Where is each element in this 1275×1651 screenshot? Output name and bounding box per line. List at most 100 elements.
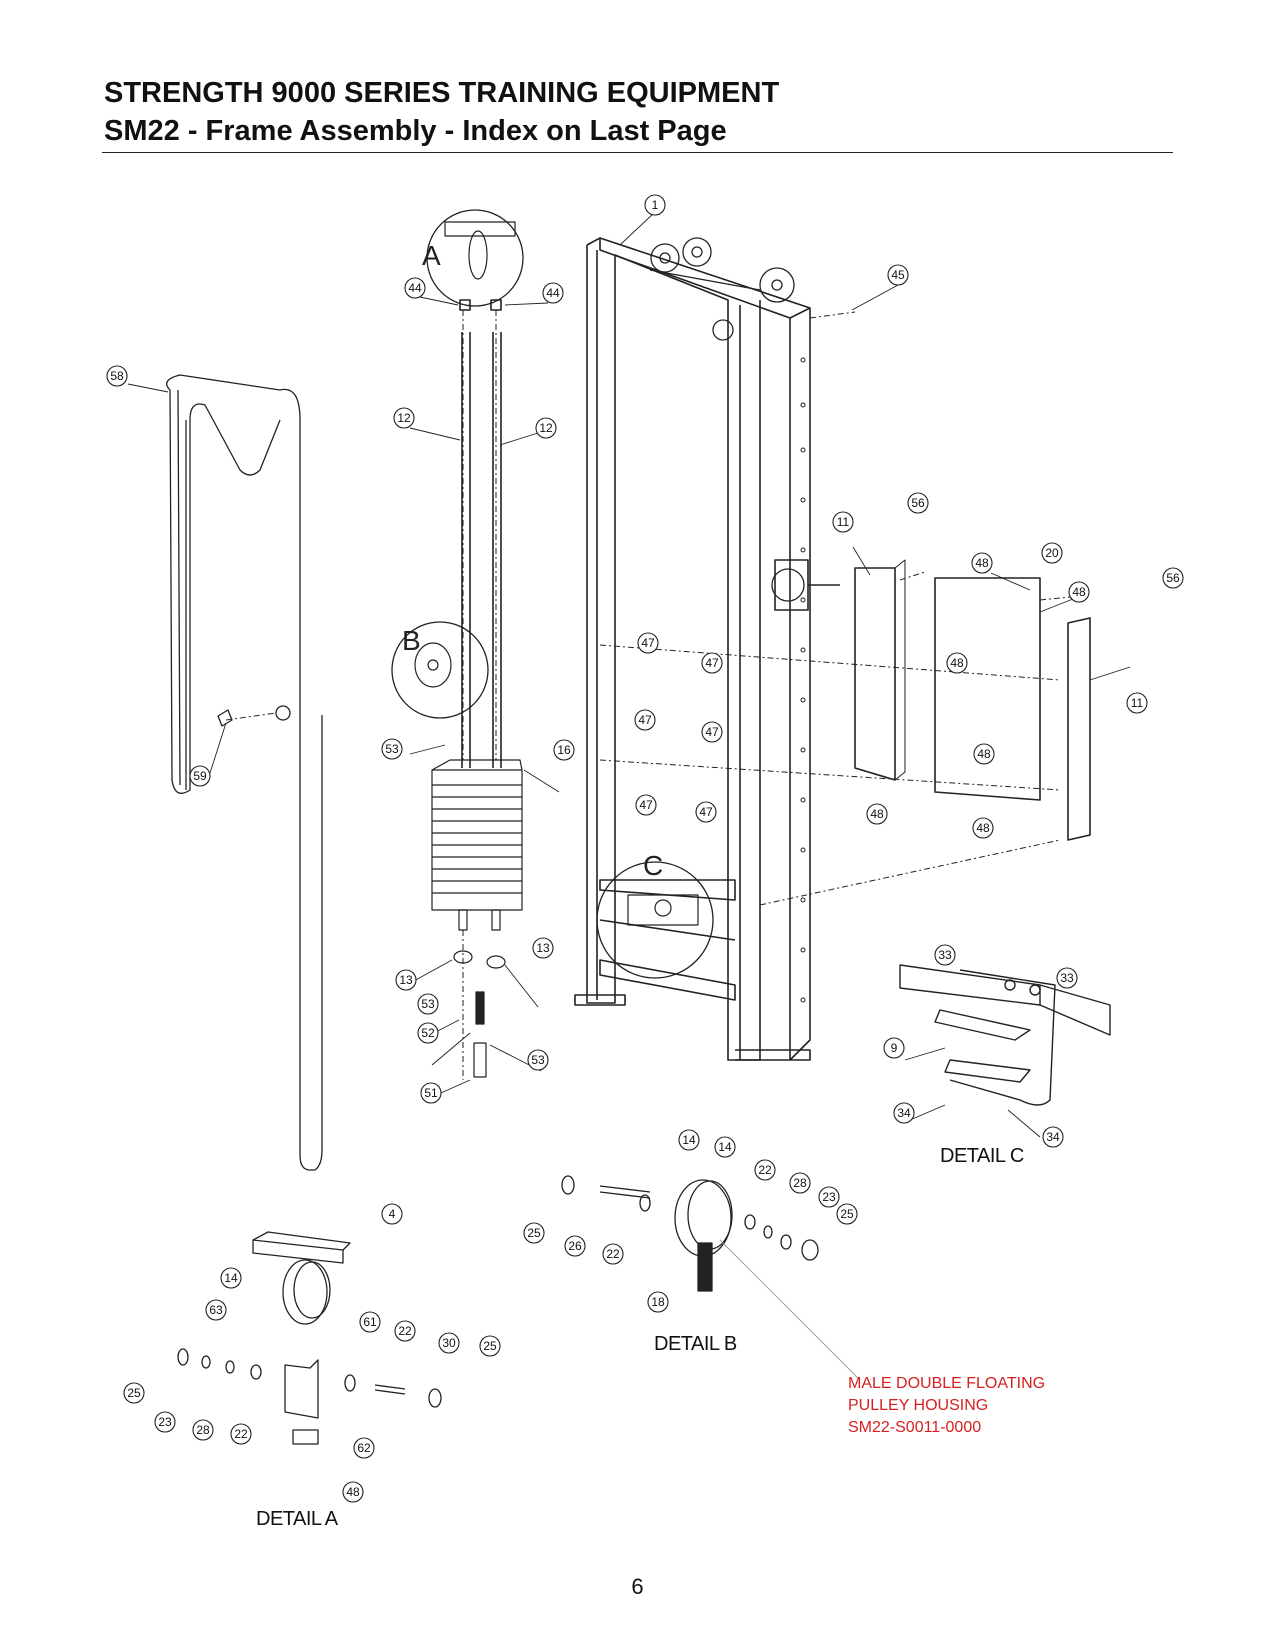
detail-a-label: DETAIL A bbox=[256, 1508, 339, 1530]
page-title: STRENGTH 9000 SERIES TRAINING EQUIPMENT bbox=[104, 77, 780, 109]
cable-loop bbox=[166, 374, 323, 1171]
callout-number: 30 bbox=[442, 1336, 456, 1350]
callout-balloon bbox=[647, 1291, 669, 1313]
callout-number: 47 bbox=[638, 713, 652, 727]
detail-b-assembly bbox=[561, 1175, 861, 1381]
callout-balloon bbox=[818, 1186, 840, 1208]
callout-number: 14 bbox=[718, 1140, 732, 1154]
callout-number: 53 bbox=[385, 742, 399, 756]
callout-balloon bbox=[946, 652, 968, 674]
callout-number: 1 bbox=[652, 198, 659, 212]
callout-balloon bbox=[220, 1267, 242, 1289]
callout-number: 13 bbox=[399, 973, 413, 987]
callout-balloon bbox=[907, 492, 929, 514]
callout-balloon bbox=[395, 969, 417, 991]
callout-balloon bbox=[106, 365, 128, 387]
callout-balloon bbox=[417, 1022, 439, 1044]
callout-number: 56 bbox=[911, 496, 925, 510]
callout-balloon bbox=[678, 1129, 700, 1151]
callout-number: 4 bbox=[389, 1207, 396, 1221]
callout-number: 56 bbox=[1166, 571, 1180, 585]
callout-number: 28 bbox=[196, 1423, 210, 1437]
callout-balloon bbox=[527, 1049, 549, 1071]
callout-balloon bbox=[883, 1037, 905, 1059]
callout-number: 18 bbox=[651, 1295, 665, 1309]
callout-balloon bbox=[342, 1481, 364, 1503]
callout-number: 25 bbox=[527, 1226, 541, 1240]
callout-number: 12 bbox=[397, 411, 411, 425]
main-frame bbox=[574, 237, 811, 1061]
callout-number: 47 bbox=[705, 725, 719, 739]
detail-letter-a: A bbox=[422, 240, 441, 271]
callout-balloon bbox=[701, 652, 723, 674]
callout-balloon bbox=[479, 1335, 501, 1357]
callout-number: 23 bbox=[158, 1415, 172, 1429]
callout-number: 58 bbox=[110, 369, 124, 383]
callout-balloon bbox=[420, 1082, 442, 1104]
callout-number: 14 bbox=[682, 1133, 696, 1147]
callout-balloon bbox=[359, 1311, 381, 1333]
callout-balloon bbox=[1042, 1126, 1064, 1148]
callout-number: 25 bbox=[127, 1386, 141, 1400]
callout-balloon bbox=[192, 1419, 214, 1441]
callout-number: 9 bbox=[891, 1041, 898, 1055]
callout-balloon bbox=[553, 739, 575, 761]
callout-number: 12 bbox=[539, 421, 553, 435]
callout-balloon bbox=[754, 1159, 776, 1181]
callout-balloon bbox=[532, 937, 554, 959]
side-panels bbox=[854, 559, 1091, 841]
callout-number: 48 bbox=[977, 747, 991, 761]
detail-c-label: DETAIL C bbox=[940, 1145, 1024, 1167]
callout-number: 59 bbox=[193, 769, 207, 783]
callout-balloon bbox=[637, 632, 659, 654]
page-number: 6 bbox=[631, 1574, 644, 1599]
callout-number: 45 bbox=[891, 268, 905, 282]
callout-number: 11 bbox=[837, 515, 850, 529]
callout-number: 25 bbox=[483, 1339, 497, 1353]
callout-number: 48 bbox=[950, 656, 964, 670]
callout-number: 23 bbox=[822, 1190, 836, 1204]
callout-number: 47 bbox=[705, 656, 719, 670]
carriage bbox=[774, 559, 840, 611]
callout-balloon bbox=[189, 765, 211, 787]
detail-c-assembly bbox=[899, 964, 1111, 1106]
callout-balloon bbox=[789, 1172, 811, 1194]
callout-number: 22 bbox=[234, 1427, 248, 1441]
callout-balloon bbox=[836, 1203, 858, 1225]
callout-number: 33 bbox=[1060, 971, 1074, 985]
callout-balloon bbox=[123, 1382, 145, 1404]
callout-balloon bbox=[701, 721, 723, 743]
callout-number: 53 bbox=[421, 997, 435, 1011]
callout-balloon bbox=[1041, 542, 1063, 564]
callout-number: 47 bbox=[641, 636, 655, 650]
detail-a-assembly bbox=[177, 1231, 442, 1445]
callout-balloon bbox=[635, 794, 657, 816]
callout-balloon bbox=[602, 1243, 624, 1265]
callout-balloon bbox=[644, 194, 666, 216]
detail-letter-c: C bbox=[643, 850, 663, 881]
detail-b-label: DETAIL B bbox=[654, 1333, 737, 1355]
callout-balloon bbox=[393, 407, 415, 429]
callout-number: 47 bbox=[699, 805, 713, 819]
callout-number: 14 bbox=[224, 1271, 238, 1285]
callout-balloon bbox=[887, 264, 909, 286]
callout-number: 63 bbox=[209, 1303, 223, 1317]
callout-number: 20 bbox=[1045, 546, 1059, 560]
callout-balloon bbox=[973, 743, 995, 765]
detail-letter-b: B bbox=[402, 625, 421, 656]
callout-number: 34 bbox=[1046, 1130, 1060, 1144]
upright-holes bbox=[800, 357, 806, 1003]
callout-balloon bbox=[230, 1423, 252, 1445]
callout-balloon bbox=[353, 1437, 375, 1459]
callout-number: 51 bbox=[424, 1086, 438, 1100]
callout-balloon bbox=[1162, 567, 1184, 589]
callout-balloon bbox=[381, 1203, 403, 1225]
red-note-line-2: PULLEY HOUSING bbox=[848, 1397, 989, 1414]
callout-number: 16 bbox=[557, 743, 571, 757]
callout-balloon bbox=[634, 709, 656, 731]
callout-number: 28 bbox=[793, 1176, 807, 1190]
callout-balloon bbox=[1068, 581, 1090, 603]
callout-number: 33 bbox=[938, 948, 952, 962]
detail-circles bbox=[391, 209, 714, 979]
